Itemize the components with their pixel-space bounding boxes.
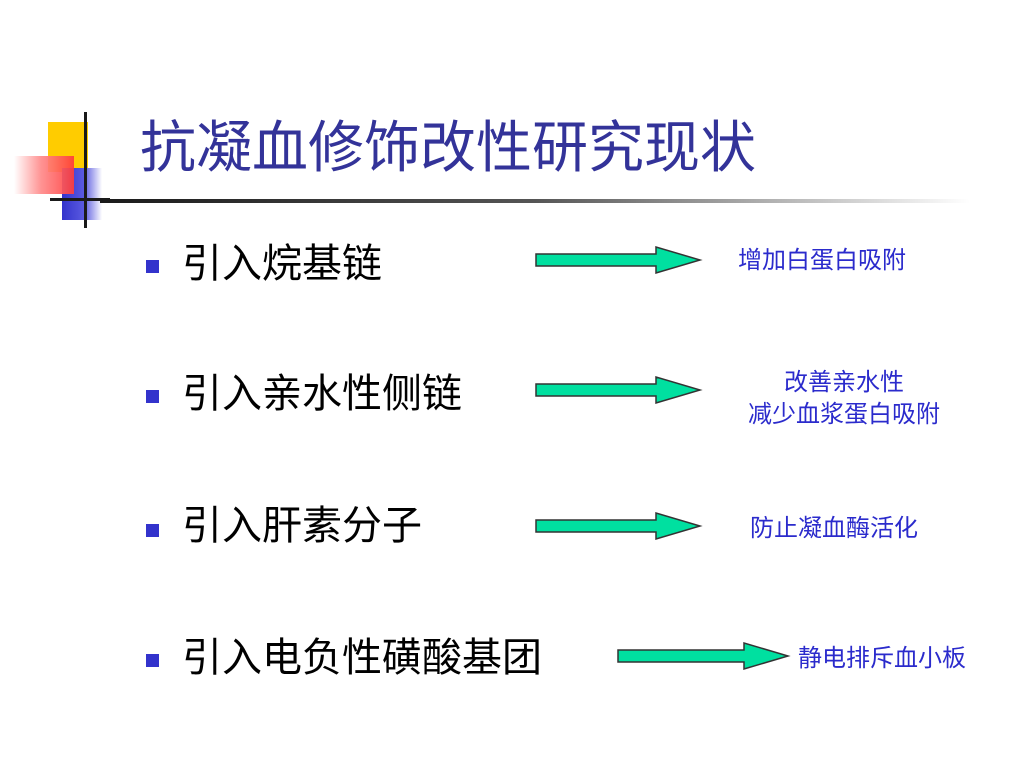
right-arrow-icon [535, 375, 703, 405]
effect-text: 防止凝血酶活化 [750, 512, 918, 544]
bullet-text: 引入电负性磺酸基团 [182, 635, 542, 681]
effect-text: 增加白蛋白吸附 [738, 244, 906, 276]
effect-line: 增加白蛋白吸附 [738, 246, 906, 274]
bullet-square-icon [146, 260, 159, 273]
decor-red-square [14, 156, 74, 194]
bullet-square-icon [146, 654, 159, 667]
effect-line: 减少血浆蛋白吸附 [748, 400, 940, 428]
title-underline [100, 199, 970, 203]
bullet-text: 引入亲水性侧链 [182, 371, 462, 417]
effect-line: 静电排斥血小板 [798, 644, 966, 672]
effect-line: 防止凝血酶活化 [750, 514, 918, 542]
right-arrow-icon [617, 641, 791, 671]
bullet-row-3: 引入肝素分子 防止凝血酶活化 [0, 494, 1024, 574]
effect-line: 改善亲水性 [784, 368, 904, 396]
bullet-row-1: 引入烷基链 增加白蛋白吸附 [0, 230, 1024, 310]
slide-title: 抗凝血修饰改性研究现状 [140, 116, 756, 181]
bullet-square-icon [146, 524, 159, 537]
bullet-row-2: 引入亲水性侧链 改善亲水性 减少血浆蛋白吸附 [0, 360, 1024, 440]
bullet-text: 引入烷基链 [182, 241, 382, 287]
decor-vertical-line [84, 112, 87, 228]
right-arrow-icon [535, 245, 703, 275]
effect-text: 静电排斥血小板 [798, 642, 966, 674]
bullet-square-icon [146, 390, 159, 403]
bullet-text: 引入肝素分子 [182, 503, 422, 549]
effect-text: 改善亲水性 减少血浆蛋白吸附 [748, 366, 940, 430]
bullet-row-4: 引入电负性磺酸基团 静电排斥血小板 [0, 624, 1024, 704]
decor-horizontal-line [50, 198, 110, 201]
right-arrow-icon [535, 511, 703, 541]
